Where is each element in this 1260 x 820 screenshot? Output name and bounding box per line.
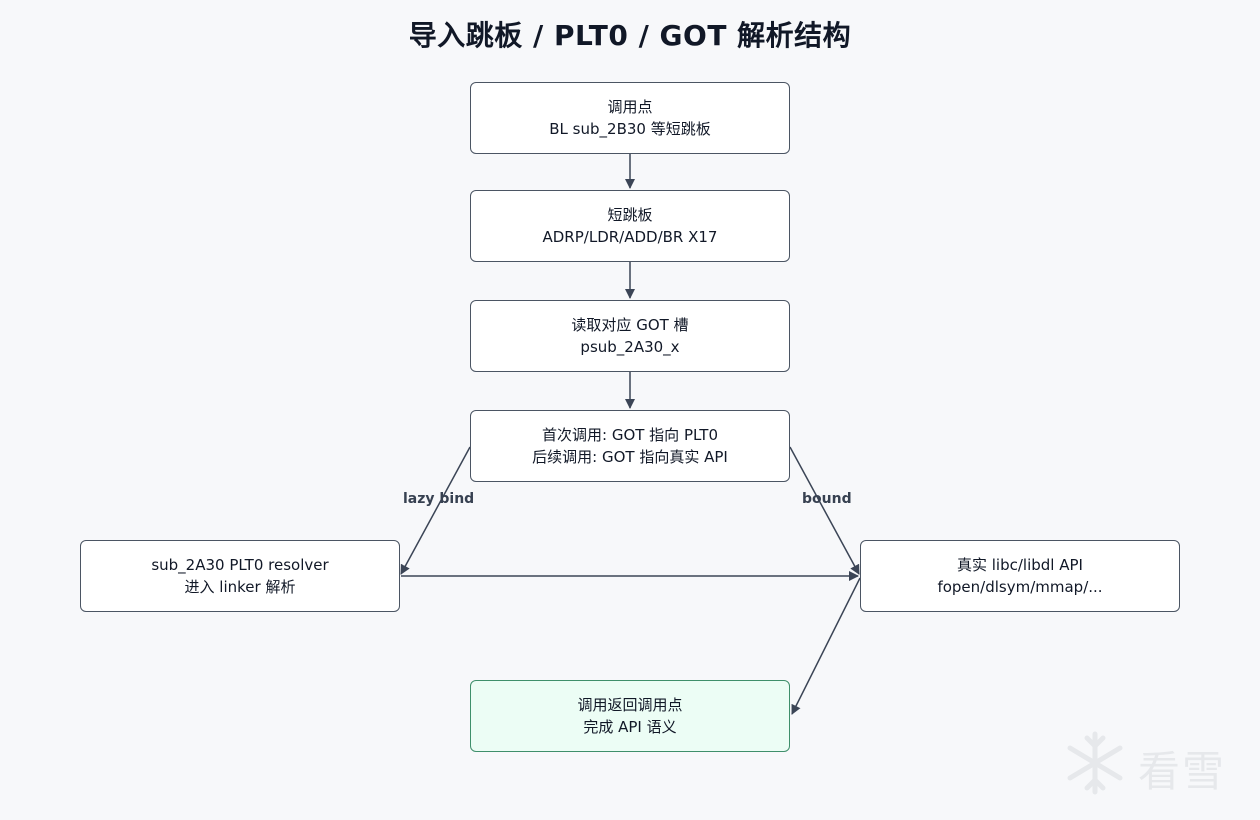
snowflake-icon xyxy=(1067,731,1123,795)
node-got-slot: 读取对应 GOT 槽 psub_2A30_x xyxy=(470,300,790,372)
node-call-site-line2: BL sub_2B30 等短跳板 xyxy=(549,120,711,138)
node-return-line1: 调用返回调用点 xyxy=(577,696,683,714)
node-resolver-line2: 进入 linker 解析 xyxy=(184,578,296,596)
node-return-line2: 完成 API 语义 xyxy=(583,718,677,736)
node-got-slot-line1: 读取对应 GOT 槽 xyxy=(571,316,689,334)
edge-decision-to-resolver xyxy=(400,446,471,575)
edge-label-bound: bound xyxy=(802,491,852,507)
node-trampoline-line2: ADRP/LDR/ADD/BR X17 xyxy=(542,228,718,246)
watermark: 看雪 xyxy=(1060,728,1245,798)
edge-label-lazy-bind: lazy bind xyxy=(403,491,475,507)
node-got-slot-line2: psub_2A30_x xyxy=(580,338,680,356)
node-call-site: 调用点 BL sub_2B30 等短跳板 xyxy=(470,82,790,154)
node-decision-line2: 后续调用: GOT 指向真实 API xyxy=(532,448,728,466)
node-real-api: 真实 libc/libdl API fopen/dlsym/mmap/... xyxy=(860,540,1180,612)
node-trampoline-line1: 短跳板 xyxy=(607,206,653,224)
node-decision-line1: 首次调用: GOT 指向 PLT0 xyxy=(542,426,718,444)
watermark-text: 看雪 xyxy=(1138,747,1227,796)
node-real-api-line2: fopen/dlsym/mmap/... xyxy=(937,578,1103,596)
node-trampoline: 短跳板 ADRP/LDR/ADD/BR X17 xyxy=(470,190,790,262)
edge-api-to-return xyxy=(791,577,861,715)
node-decision: 首次调用: GOT 指向 PLT0 后续调用: GOT 指向真实 API xyxy=(470,410,790,482)
node-resolver-line1: sub_2A30 PLT0 resolver xyxy=(151,556,329,574)
node-return: 调用返回调用点 完成 API 语义 xyxy=(470,680,790,752)
diagram-title: 导入跳板 / PLT0 / GOT 解析结构 xyxy=(408,19,852,52)
node-real-api-line1: 真实 libc/libdl API xyxy=(957,556,1083,574)
edge-decision-to-api xyxy=(789,446,860,575)
node-resolver: sub_2A30 PLT0 resolver 进入 linker 解析 xyxy=(80,540,400,612)
node-call-site-line1: 调用点 xyxy=(607,98,653,116)
